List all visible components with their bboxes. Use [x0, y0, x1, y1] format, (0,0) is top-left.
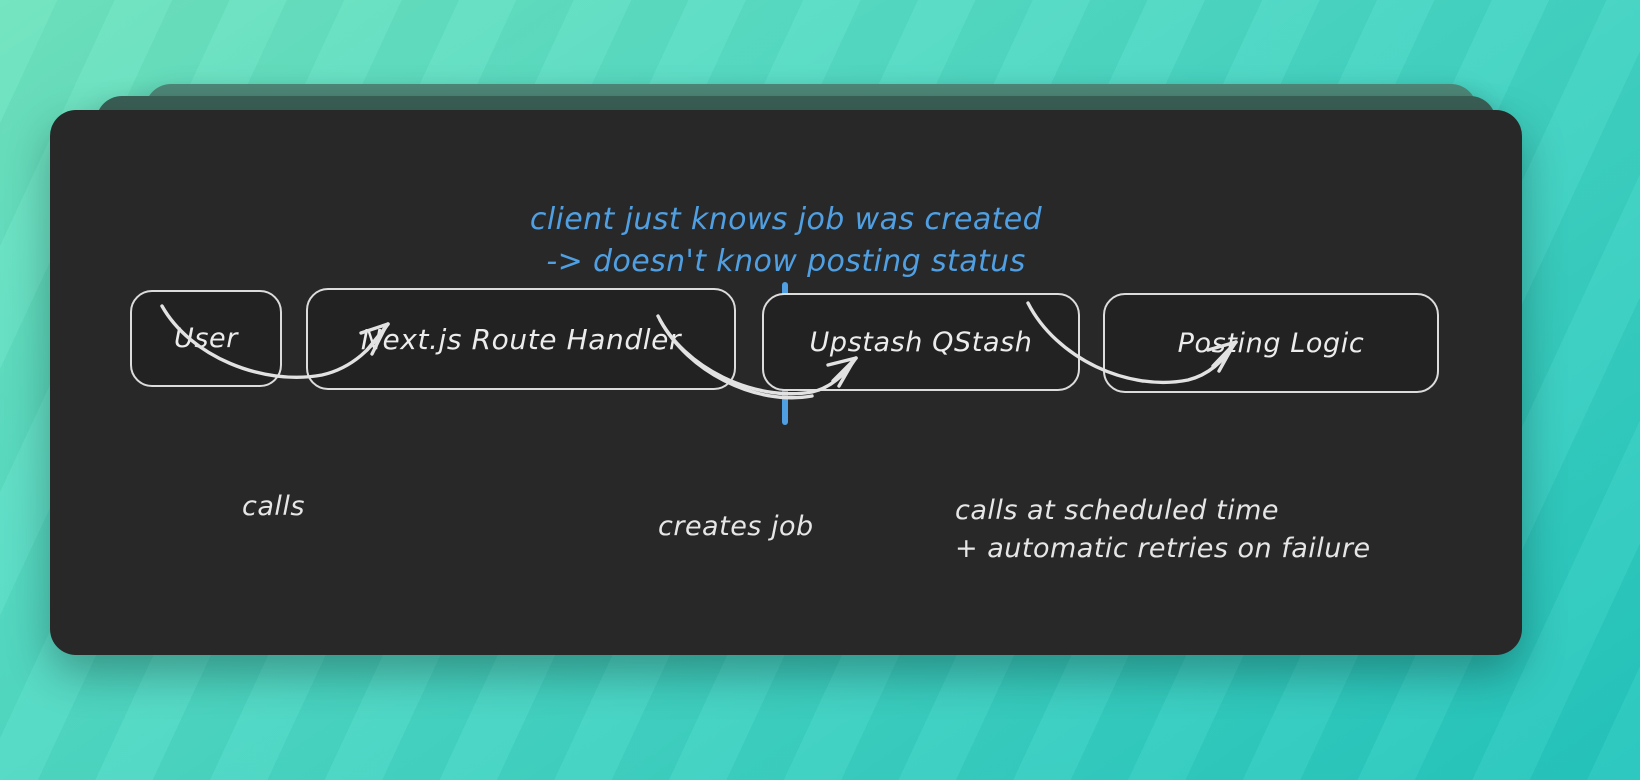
- node-upstash-qstash[interactable]: Upstash QStash: [762, 293, 1080, 391]
- edge-label-scheduled-retries: calls at scheduled time + automatic retr…: [955, 495, 1371, 565]
- node-user-label: User: [174, 323, 238, 354]
- architecture-diagram: client just knows job was created -> doe…: [50, 110, 1522, 655]
- diagram-card: client just knows job was created -> doe…: [50, 110, 1522, 655]
- annotation-line-1: client just knows job was created: [529, 202, 1043, 238]
- annotation-line-2: -> doesn't know posting status: [546, 243, 1026, 279]
- edge-label-creates-job: creates job: [658, 511, 814, 542]
- node-user[interactable]: User: [130, 290, 282, 387]
- node-posting-logic-label: Posting Logic: [1177, 327, 1365, 359]
- annotation-text: client just knows job was created -> doe…: [50, 158, 1522, 324]
- edge-label-calls: calls: [242, 491, 305, 522]
- node-route-handler-label: Next.js Route Handler: [360, 322, 682, 356]
- node-qstash-label: Upstash QStash: [809, 326, 1033, 358]
- node-posting-logic[interactable]: Posting Logic: [1103, 293, 1439, 393]
- node-route-handler[interactable]: Next.js Route Handler: [306, 288, 736, 390]
